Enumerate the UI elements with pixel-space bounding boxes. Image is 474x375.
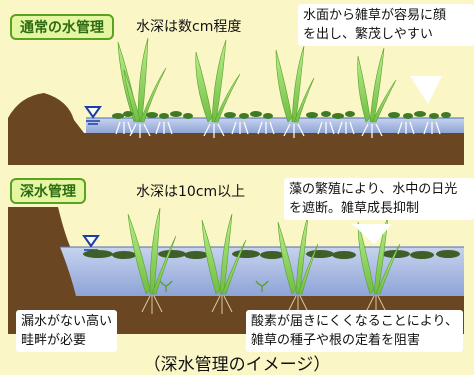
diagram-caption: （深水管理のイメージ） [143,355,331,375]
algae-callout: 藻の繁殖により、水中の日光 を遮断。雑草成長抑制 [284,178,474,220]
bottom-callout-pointer [352,224,392,244]
top-callout-pointer [410,76,442,104]
bottom-plant-2 [201,213,247,295]
levee-note-line-1: 漏水がない高い [21,314,113,329]
weed-growth-callout-line-2: を出し、繁茂しやすい [303,27,433,42]
top-water [86,118,464,133]
deep-depth-label: 水深は10cm以上 [136,184,246,200]
bottom-plant-4 [357,215,401,295]
algae-callout-line-2: を遮断。雑草成長抑制 [289,201,420,216]
top-panel [8,37,464,165]
bottom-panel [8,207,464,334]
levee-note: 漏水がない高い 畦畔が必要 [16,310,118,352]
oxygen-note: 酸素が届きにくくなることにより、 雑草の種子や根の定着を阻害 [246,310,463,352]
top-roots [115,121,441,138]
suppressed-weed-seedlings [159,280,269,292]
top-weed-4 [357,47,397,123]
top-weed-3 [275,45,315,123]
algae-callout-line-1: 藻の繁殖により、水中の日光 [289,182,458,197]
bottom-plant-3 [277,215,319,295]
levee-note-line-2: 畦畔が必要 [21,333,87,348]
normal-depth-label: 水深は数cm程度 [136,19,242,35]
normal-water-tag: 通常の水管理 [10,14,114,40]
oxygen-note-line-2: 雑草の種子や根の定着を阻害 [251,333,421,348]
top-weed-2 [195,39,241,123]
oxygen-note-line-1: 酸素が届きにくくなることにより、 [251,314,458,329]
weed-growth-callout-line-1: 水面から雑草が容易に顔 [303,8,447,23]
triangle-down-icon [84,106,102,119]
bottom-levee [8,207,464,334]
weed-growth-callout: 水面から雑草が容易に顔 を出し、繁茂しやすい [298,4,474,46]
top-floating-plants [112,111,451,119]
top-weed-1 [117,37,167,123]
deep-water-tag: 深水管理 [10,178,86,204]
top-soil [70,133,464,165]
bottom-plant-1 [127,207,177,295]
triangle-down-icon [82,235,100,248]
